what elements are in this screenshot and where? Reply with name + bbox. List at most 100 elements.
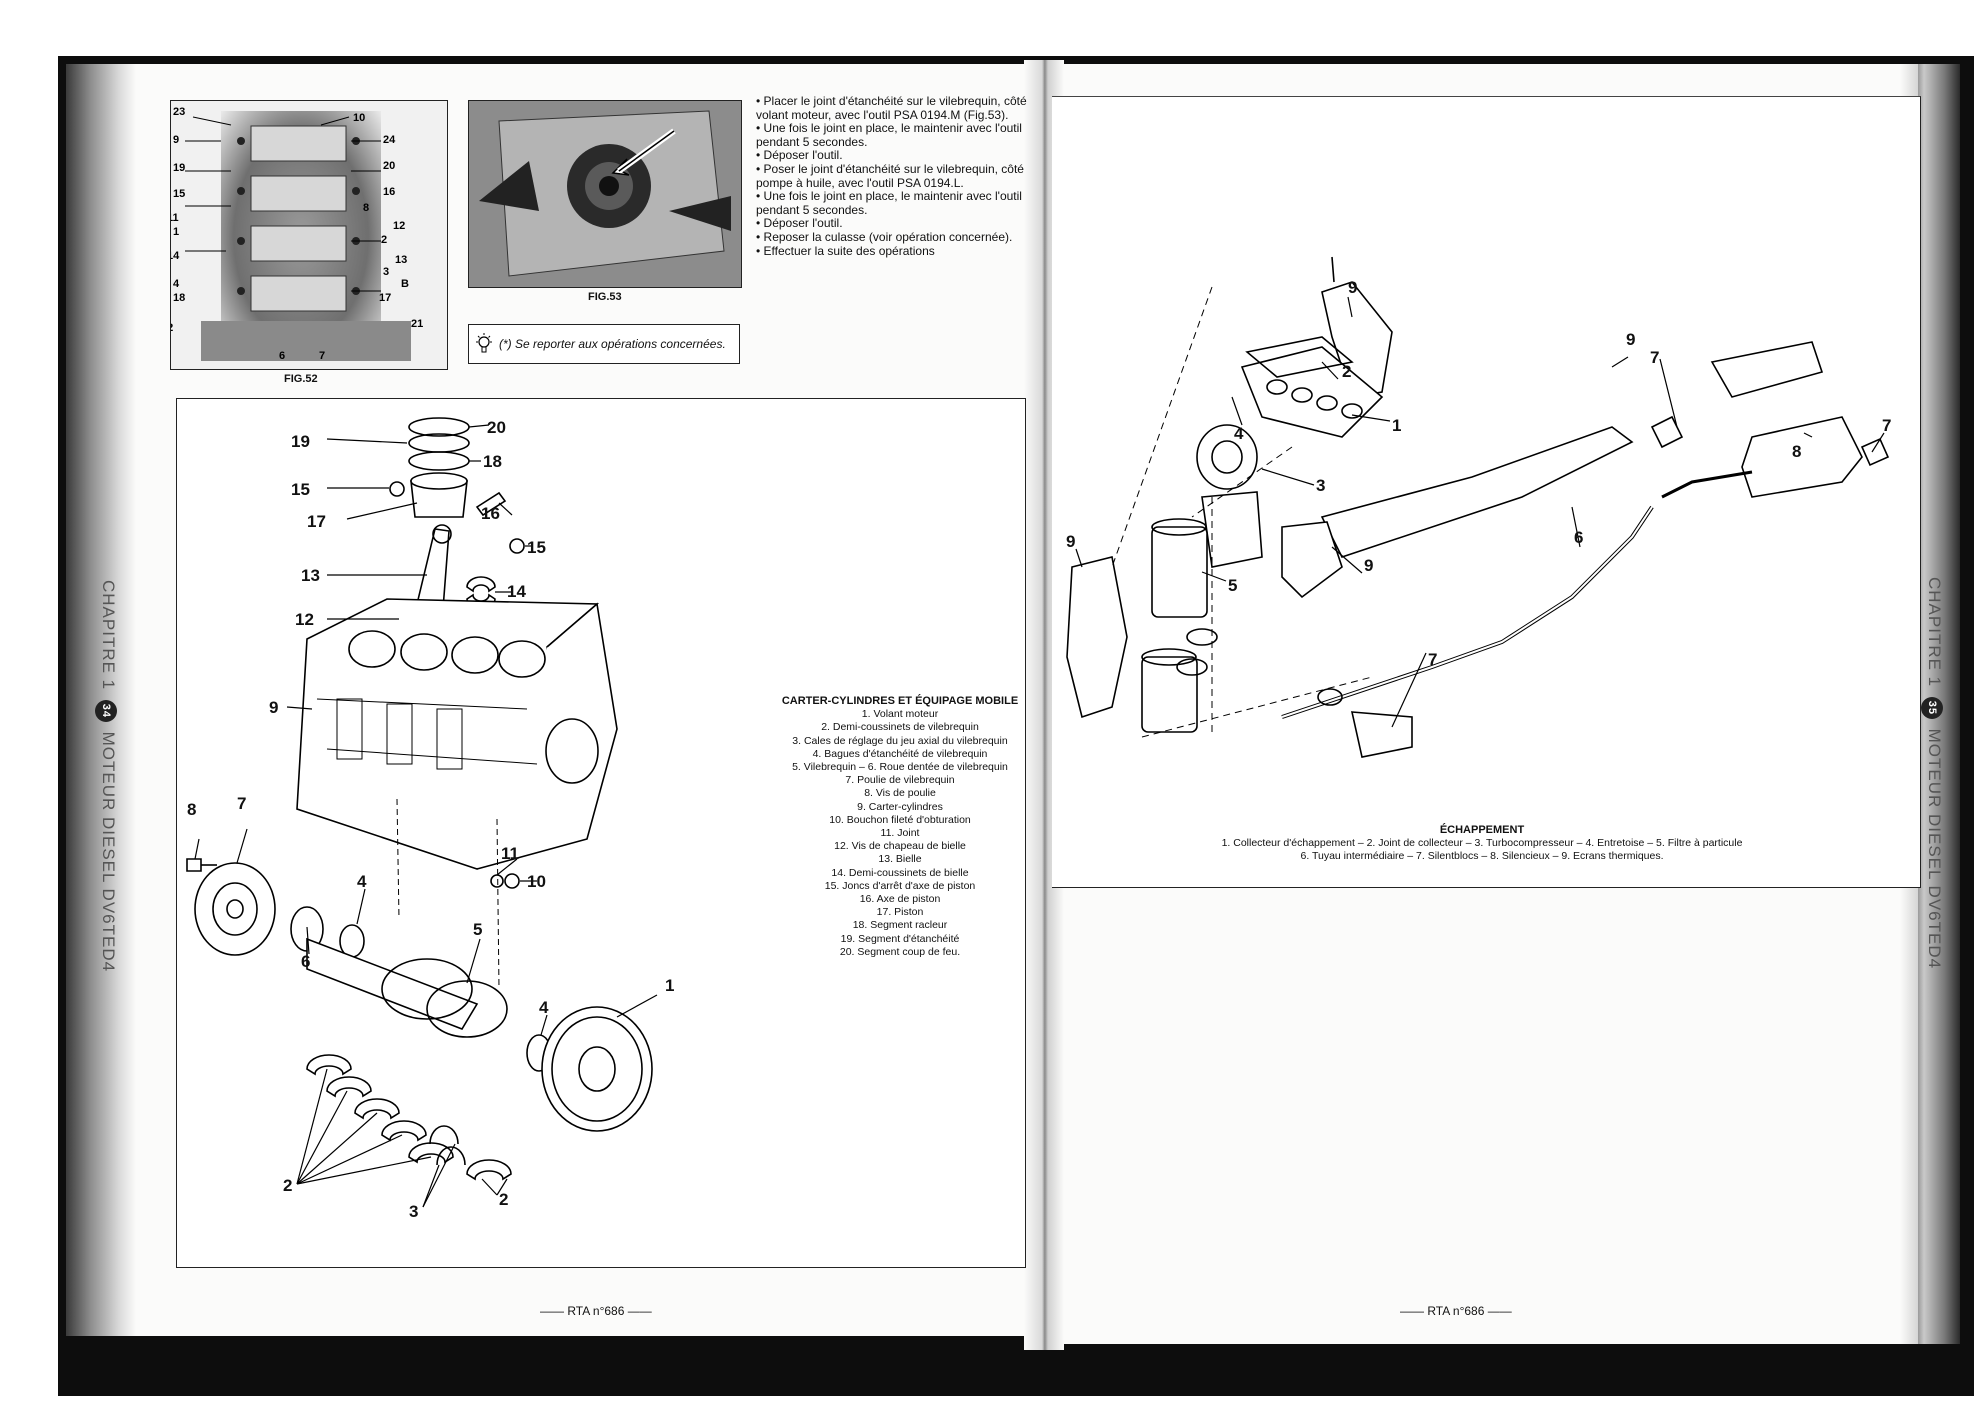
exhaust-callout-9d: 9 xyxy=(1626,330,1635,349)
fig52-label-20: 20 xyxy=(383,160,395,172)
legend-item: 4. Bagues d'étanchéité de vilebrequin xyxy=(812,747,988,760)
legend-item: 15. Joncs d'arrêt d'axe de piston xyxy=(824,879,976,892)
fig52-label-16: 16 xyxy=(383,186,395,198)
engine-callout-4b: 4 xyxy=(539,998,549,1017)
instruction-line: • Reposer la culasse (voir opération con… xyxy=(756,230,1013,244)
exhaust-callout-3: 3 xyxy=(1316,476,1325,495)
right-chapter-tab: CHAPITRE 1 35 MOTEUR DIESEL DV6TED4 xyxy=(1921,577,1944,969)
instruction-line: volant moteur, avec l'outil PSA 0194.M (… xyxy=(756,108,1009,122)
fig52-label-10: 10 xyxy=(353,112,365,124)
legend-line: 6. Tuyau intermédiaire – 7. Silentblocs … xyxy=(1300,850,1664,863)
fig52-label-23: 23 xyxy=(173,106,185,118)
lightbulb-icon xyxy=(476,333,492,353)
instruction-line: • Placer le joint d'étanchéité sur le vi… xyxy=(756,95,1027,108)
legend-item: 7. Poulie de vilebrequin xyxy=(845,774,955,787)
left-chapter-tab: CHAPITRE 1 34 MOTEUR DIESEL DV6TED4 xyxy=(95,580,118,972)
engine-callout-18: 18 xyxy=(483,452,502,471)
exhaust-exploded-diagram: 9 2 4 1 3 9 9 5 7 6 9 7 8 7 xyxy=(1066,256,1891,758)
engine-callout-3: 3 xyxy=(409,1202,418,1221)
fig52-photo: 23 10 9 24 A 20 19 5 16 15 8 11 12 1 2 1… xyxy=(159,101,447,369)
engine-callout-5: 5 xyxy=(473,920,482,939)
chapter-title: MOTEUR DIESEL DV6TED4 xyxy=(99,731,118,973)
engine-callout-7: 7 xyxy=(237,794,246,813)
exhaust-callout-9: 9 xyxy=(1348,278,1357,297)
fig52-label-24: 24 xyxy=(383,134,396,146)
fig52-label-22: 22 xyxy=(171,322,173,334)
fig52-label-1: 1 xyxy=(173,226,179,238)
engine-callout-20: 20 xyxy=(487,418,506,437)
fig52-label-B: B xyxy=(401,278,409,290)
engine-callout-12: 12 xyxy=(295,610,314,629)
exhaust-callout-4: 4 xyxy=(1234,424,1244,443)
instruction-line: pompe à huile, avec l'outil PSA 0194.L. xyxy=(756,176,964,190)
fig52-label-19: 19 xyxy=(173,162,185,174)
legend-item: 18. Segment racleur xyxy=(852,919,948,932)
exhaust-legend: ÉCHAPPEMENT 1. Collecteur d'échappement … xyxy=(1072,824,1892,864)
engine-callout-2: 2 xyxy=(283,1176,292,1195)
exhaust-callout-2: 2 xyxy=(1342,362,1351,381)
engine-callout-8: 8 xyxy=(187,800,196,819)
instruction-line: pendant 5 secondes. xyxy=(756,135,868,149)
fig52-label-11: 11 xyxy=(171,212,179,224)
fig52-label-18: 18 xyxy=(173,292,185,304)
exhaust-callout-9c: 9 xyxy=(1364,556,1373,575)
legend-item: 14. Demi-coussinets de bielle xyxy=(831,866,969,879)
fig52-label-17: 17 xyxy=(379,292,391,304)
legend-item: 5. Vilebrequin – 6. Roue dentée de vileb… xyxy=(792,761,1008,774)
instruction-line: • Déposer l'outil. xyxy=(756,149,843,163)
exhaust-callout-6: 6 xyxy=(1574,528,1583,547)
chapter-title: MOTEUR DIESEL DV6TED4 xyxy=(1925,728,1944,970)
fig52-label-9: 9 xyxy=(173,134,179,146)
legend-item: 3. Cales de réglage du jeu axial du vile… xyxy=(792,734,1008,747)
fig52-label-14: 14 xyxy=(171,250,180,262)
exhaust-callout-5: 5 xyxy=(1228,576,1237,595)
exhaust-callout-8: 8 xyxy=(1792,442,1801,461)
instruction-line: • Déposer l'outil. xyxy=(756,217,843,231)
engine-callout-14: 14 xyxy=(507,582,526,601)
fig52-label-12: 12 xyxy=(393,220,405,232)
instruction-line: pendant 5 secondes. xyxy=(756,203,868,217)
legend-item: 2. Demi-coussinets de vilebrequin xyxy=(821,721,979,734)
legend-item: 13. Bielle xyxy=(878,853,922,866)
legend-item: 12. Vis de chapeau de bielle xyxy=(834,840,966,853)
fig52-label-8: 8 xyxy=(363,202,369,214)
engine-callout-11: 11 xyxy=(501,844,519,863)
engine-callout-10: 10 xyxy=(527,872,546,891)
engine-callout-4: 4 xyxy=(357,872,367,891)
legend-item: 8. Vis de poulie xyxy=(864,787,936,800)
right-footer: —— RTA n°686 —— xyxy=(1400,1304,1512,1318)
fig53-frame xyxy=(468,100,742,288)
exhaust-callout-1: 1 xyxy=(1392,416,1401,435)
engine-block-diagram-frame: 20 19 18 15 16 17 15 13 14 12 9 8 7 4 6 … xyxy=(176,398,1026,1268)
page-number-badge: 34 xyxy=(95,699,117,722)
legend-item: 16. Axe de piston xyxy=(859,893,941,906)
fig53-photo xyxy=(469,101,741,287)
reference-note: (*) Se reporter aux opérations concernée… xyxy=(468,324,740,364)
legend-item: 9. Carter-cylindres xyxy=(857,800,943,813)
exhaust-callout-7: 7 xyxy=(1428,650,1437,669)
fig52-caption: FIG.52 xyxy=(284,373,318,385)
exhaust-callout-7b: 7 xyxy=(1650,348,1659,367)
engine-block-exploded-diagram: 20 19 18 15 16 17 15 13 14 12 9 8 7 4 6 … xyxy=(186,417,674,1221)
fig52-label-2: 2 xyxy=(381,234,387,246)
reference-note-text: (*) Se reporter aux opérations concernée… xyxy=(499,337,726,351)
chapter-label: CHAPITRE 1 xyxy=(99,580,118,691)
fig53-caption: FIG.53 xyxy=(588,291,622,303)
fig52-label-6: 6 xyxy=(279,350,285,362)
legend-item: 10. Bouchon fileté d'obturation xyxy=(829,813,971,826)
exhaust-legend-title: ÉCHAPPEMENT xyxy=(1439,824,1525,836)
legend-line: 1. Collecteur d'échappement – 2. Joint d… xyxy=(1221,837,1743,850)
exhaust-callout-9b: 9 xyxy=(1066,532,1075,551)
fig52-label-4: 4 xyxy=(173,278,180,290)
engine-callout-19: 19 xyxy=(291,432,310,451)
engine-callout-9: 9 xyxy=(269,698,278,717)
engine-callout-15: 15 xyxy=(291,480,310,499)
instruction-line: • Une fois le joint en place, le mainten… xyxy=(756,122,1022,136)
instruction-line: • Poser le joint d'étanchéité sur le vil… xyxy=(756,162,1024,176)
legend-item: 1. Volant moteur xyxy=(861,708,939,721)
legend-item: 17. Piston xyxy=(876,906,924,919)
fig52-label-21: 21 xyxy=(411,318,423,330)
instruction-line: • Une fois le joint en place, le mainten… xyxy=(756,190,1022,204)
fig52-frame: 23 10 9 24 A 20 19 5 16 15 8 11 12 1 2 1… xyxy=(159,100,448,370)
fig52-label-7: 7 xyxy=(319,350,325,362)
